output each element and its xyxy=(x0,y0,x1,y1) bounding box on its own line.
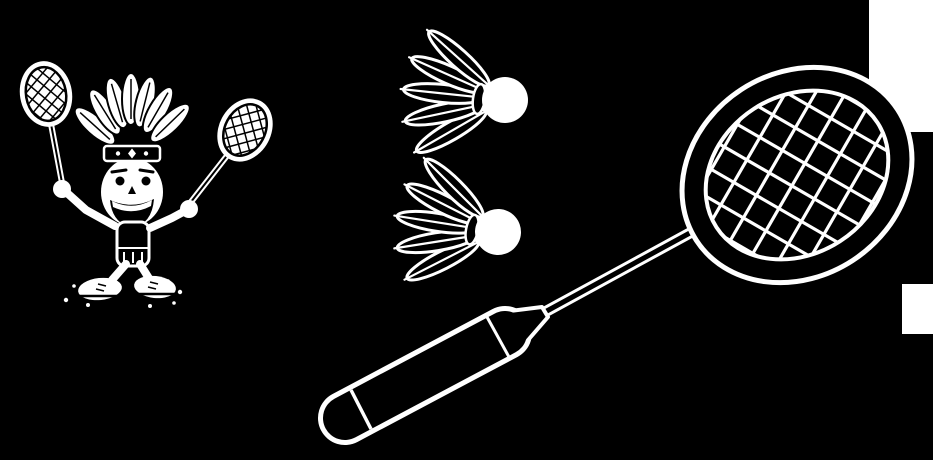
mascot-shoe-right xyxy=(134,275,176,299)
white-edge-patch-right xyxy=(902,284,933,334)
mascot-arm-right xyxy=(146,207,189,232)
mascot-hand-right xyxy=(180,200,198,218)
mascot-nose xyxy=(128,186,136,194)
mascot-torso xyxy=(115,220,151,268)
dust-speckles xyxy=(63,279,183,308)
mascot-arm-left xyxy=(62,188,119,230)
racket-butt-separator xyxy=(349,389,373,430)
mascot-shoe-left xyxy=(78,277,122,301)
racket-cone-separator xyxy=(485,316,511,358)
headdress-band xyxy=(102,144,162,163)
mascot-eye-right xyxy=(141,176,151,186)
mascot-teeth xyxy=(112,200,152,212)
racket-grip-core xyxy=(323,311,527,440)
mascot-leg-left xyxy=(108,260,130,284)
mascot-hand-left xyxy=(53,180,71,198)
mascot-eye-left xyxy=(115,176,125,186)
headdress-feathers xyxy=(73,72,191,146)
racket-shaft-core xyxy=(542,219,713,315)
